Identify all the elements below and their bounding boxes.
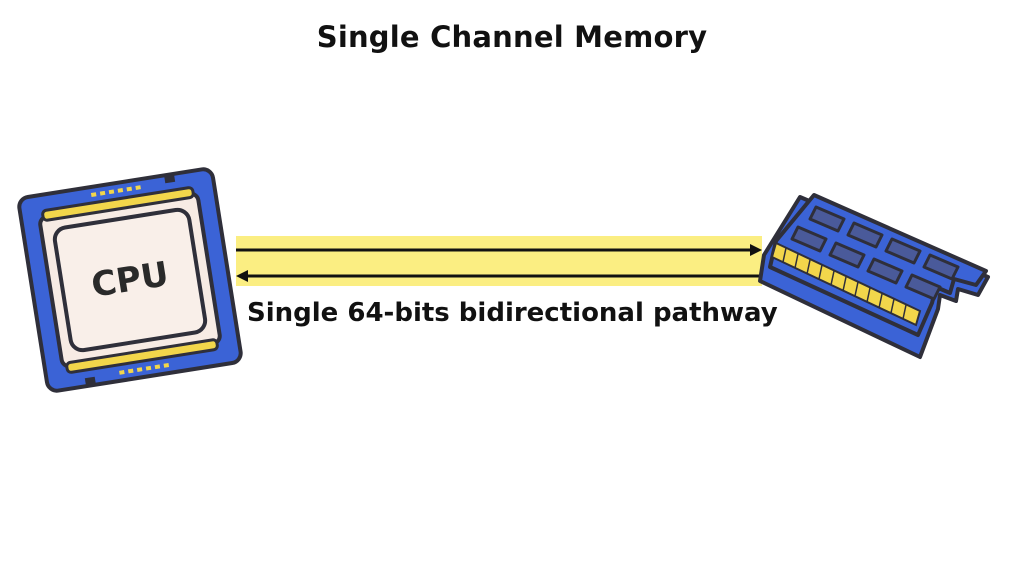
arrow-memory-to-cpu	[236, 270, 762, 282]
cpu-chip-icon: CPU	[10, 160, 250, 400]
ram-stick-front	[768, 193, 988, 337]
bidirectional-pathway	[232, 232, 766, 290]
pathway-highlight	[236, 236, 762, 286]
arrow-cpu-to-memory	[236, 244, 762, 256]
ram-module-icon	[750, 185, 1000, 365]
diagram-title: Single Channel Memory	[316, 20, 708, 54]
pathway-caption: Single 64-bits bidirectional pathway	[247, 298, 778, 328]
